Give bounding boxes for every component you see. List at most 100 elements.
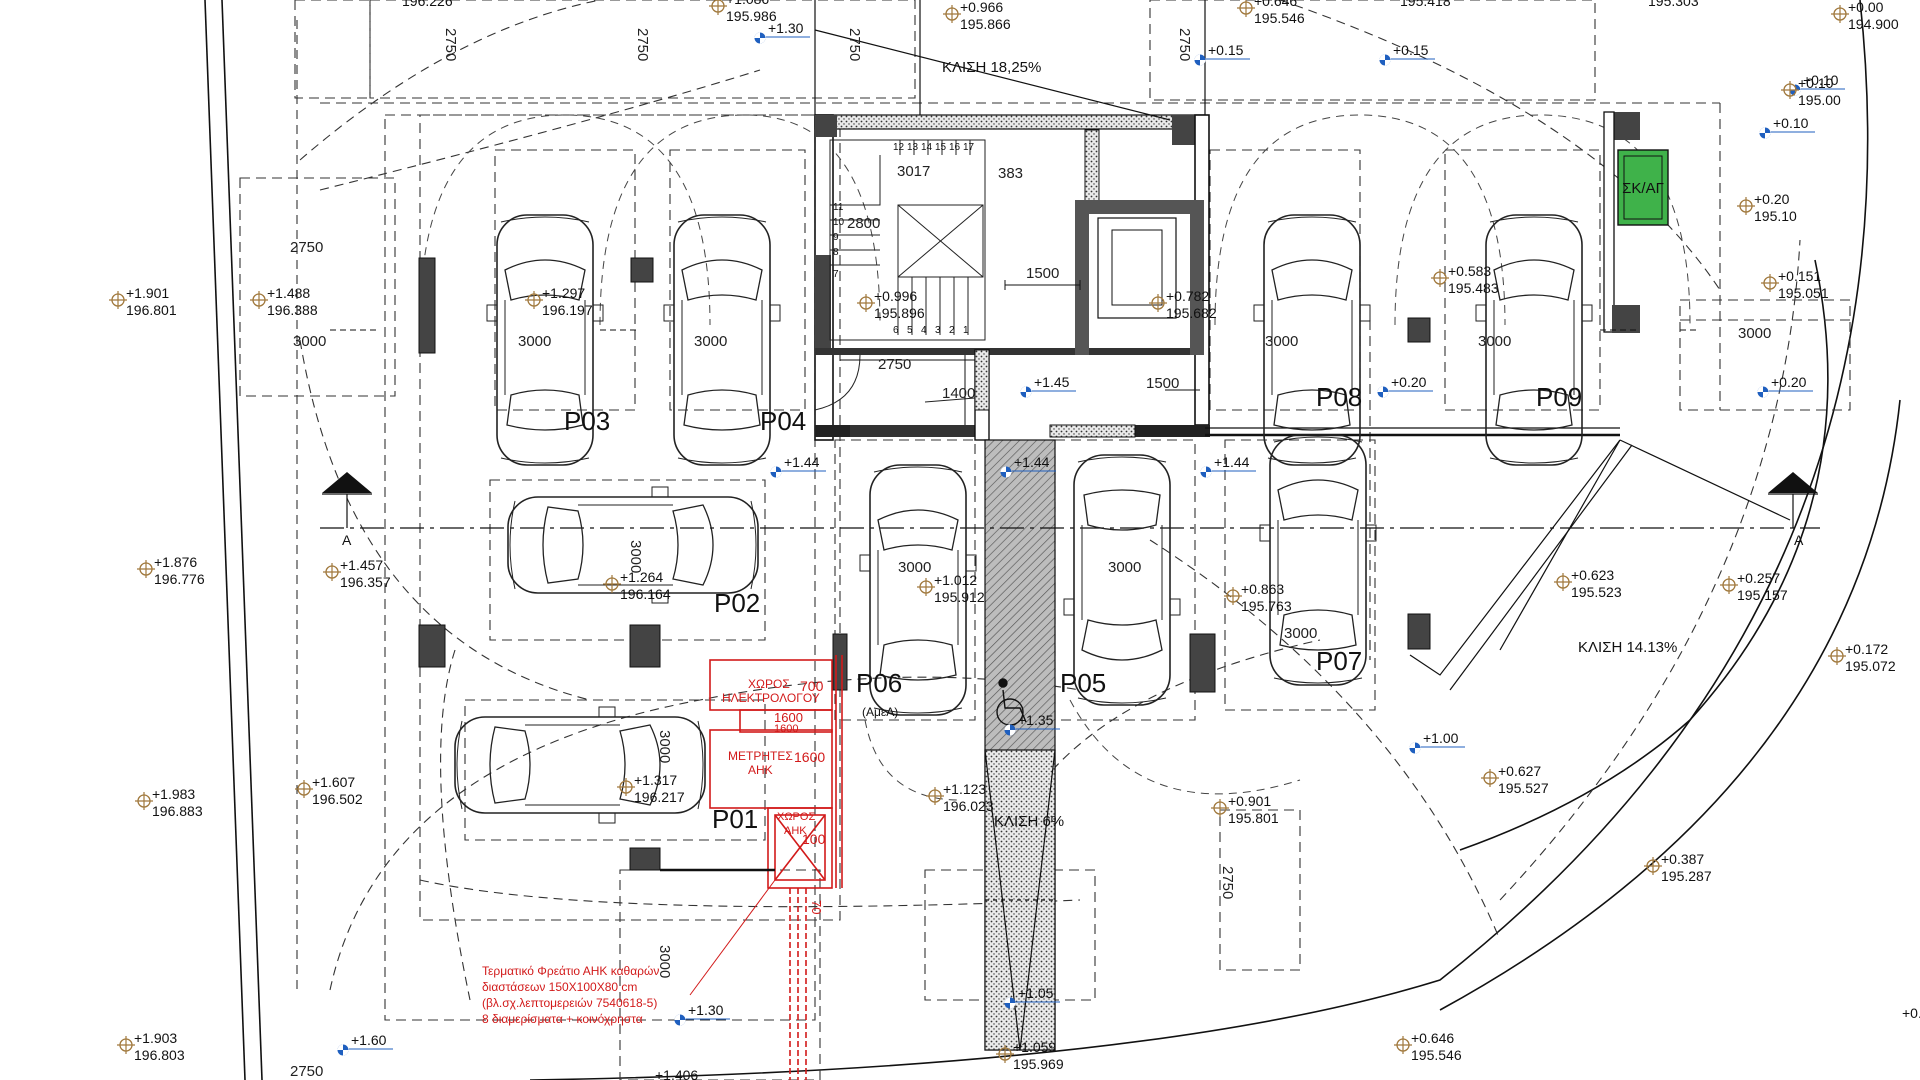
- elevation-marker-icon: [134, 791, 154, 811]
- elevation-absolute: 196.164: [620, 586, 671, 602]
- elevation-marker-icon: [1223, 586, 1243, 606]
- elevation-relative: +0.623: [1571, 567, 1614, 583]
- elevation-marker-icon: [116, 1035, 136, 1055]
- elevation-absolute: 194.900: [1848, 16, 1899, 32]
- dim-3000-p07: 3000: [1284, 625, 1317, 642]
- spot-label-p03: P03: [564, 406, 610, 436]
- dim-2750-stair: 2750: [878, 356, 911, 373]
- elevation-absolute: 195.912: [934, 589, 985, 605]
- elevation-marker-icon: [1210, 798, 1230, 818]
- elevation-absolute: 195.523: [1571, 584, 1622, 600]
- slope-right: ΚΛΙΣΗ 14.13%: [1578, 639, 1677, 656]
- elevation-marker-icon: [1736, 196, 1756, 216]
- dim-383: 383: [998, 165, 1023, 182]
- level-label: +0.10: [1803, 72, 1839, 88]
- stair-step-number: 17: [963, 142, 975, 153]
- elevation-relative: +0.151: [1778, 268, 1821, 284]
- elevation-absolute: 195.527: [1498, 780, 1549, 796]
- elevation-relative: +0.00: [1848, 0, 1884, 15]
- edge-label-5: +0.0: [1902, 1005, 1920, 1021]
- dim-2800: 2800: [847, 215, 880, 232]
- elevation-marker-icon: [1393, 1035, 1413, 1055]
- elevation-marker-icon: [524, 290, 544, 310]
- level-marker-icon: [770, 466, 782, 478]
- elevation-absolute: 195.287: [1661, 868, 1712, 884]
- elevation-absolute: 195.969: [1013, 1056, 1064, 1072]
- level-marker-icon: [1004, 724, 1016, 736]
- elevation-absolute: 196.357: [340, 574, 391, 590]
- spot-label-p05: P05: [1060, 668, 1106, 698]
- elevation-relative: +1.901: [126, 285, 169, 301]
- stair-step-number: 10: [833, 217, 845, 228]
- level-label: +1.30: [688, 1002, 724, 1018]
- ahk-note-line2: διαστάσεων 150Χ100Χ80 cm: [482, 980, 637, 994]
- elevation-marker-icon: [136, 559, 156, 579]
- stair-step-number: 9: [833, 232, 839, 243]
- elevation-absolute: 195.801: [1228, 810, 1279, 826]
- stair-step-number: 2: [949, 325, 955, 336]
- level-label: +0.20: [1771, 374, 1807, 390]
- elevation-absolute: 196.388: [267, 302, 318, 318]
- electrical-rooms: [660, 655, 843, 1080]
- level-marker-icon: [754, 32, 766, 44]
- elevation-marker-icon: [108, 290, 128, 310]
- elevation-relative: +1.059: [1013, 1039, 1056, 1055]
- elevation-markers: +1.901196.801+1.488196.388+1.297196.197+…: [108, 0, 1899, 1072]
- electrical-labels: ΧΩΡΟΣ ΗΛΕΚΤΡΟΛΟΓΟΥ 700 1600 1600 ΜΕΤΡΗΤΕ…: [482, 677, 826, 1026]
- elevation-absolute: 195.051: [1778, 285, 1829, 301]
- section-mark-right: A: [1794, 532, 1804, 548]
- elevation-absolute: 195.896: [874, 305, 925, 321]
- edge-label-3: 195.303: [1648, 0, 1699, 9]
- elevation-relative: +0.996: [874, 288, 917, 304]
- dim-2750-bottom-right: 2750: [1219, 866, 1236, 899]
- elevation-relative: +0.257: [1737, 570, 1780, 586]
- elevation-absolute: 195.546: [1254, 10, 1305, 26]
- elevation-marker-icon: [916, 577, 936, 597]
- elevation-relative: +0.10: [1798, 75, 1834, 91]
- stair-step-number: 13: [907, 142, 919, 153]
- elevation-relative: +1.488: [267, 285, 310, 301]
- elec-dim-700: 700: [800, 678, 824, 694]
- dim-2750-bottom: 2750: [290, 1063, 323, 1080]
- dim-2750-left: 2750: [290, 239, 323, 256]
- elevation-absolute: 195.483: [1448, 280, 1499, 296]
- dim-3000-p03: 3000: [518, 333, 551, 350]
- stair-step-number: 4: [921, 325, 927, 336]
- parking-labels: P03 P04 P08 P09 P02 P06 P05 P07 P01 (Αμε…: [564, 382, 1582, 834]
- elevation-relative: +0.901: [1228, 793, 1271, 809]
- level-label: +0.15: [1393, 42, 1429, 58]
- site-boundary: [204, 0, 1901, 1080]
- elevation-relative: +0.646: [1254, 0, 1297, 9]
- elevation-relative: +1.457: [340, 557, 383, 573]
- elevation-absolute: 195.10: [1754, 208, 1797, 224]
- elevation-relative: +0.172: [1845, 641, 1888, 657]
- level-markers: +1.30+0.15+0.15+0.10+0.10+1.45+0.20+0.20…: [337, 20, 1845, 1056]
- elevation-relative: +1.264: [620, 569, 663, 585]
- ahk-note-line3: (βλ.σχ.λεπτομερειών 7540618-5): [482, 996, 657, 1010]
- dim-1400: 1400: [942, 385, 975, 402]
- elevation-marker-icon: [856, 293, 876, 313]
- elevation-marker-icon: [708, 0, 728, 16]
- level-marker-icon: [674, 1014, 686, 1026]
- stair-step-number: 15: [935, 142, 947, 153]
- elevation-marker-icon: [1719, 575, 1739, 595]
- spot-label-p09: P09: [1536, 382, 1582, 412]
- ahk-room-subtitle: ΑΗΚ: [784, 825, 807, 837]
- elevation-marker-icon: [1236, 0, 1256, 18]
- dim-3000-p09: 3000: [1478, 333, 1511, 350]
- ahk-dim-70: 70: [809, 900, 824, 914]
- partial-edge-labels: 196.226 195.418 195.303 +1.406 +0.0: [402, 0, 1920, 1080]
- stair-step-number: 14: [921, 142, 933, 153]
- ahk-note-line4: 8 διαμερίσματα + κοινόχρηστα: [482, 1012, 643, 1026]
- elec-room-subtitle: ΗΛΕΚΤΡΟΛΟΓΟΥ: [722, 691, 820, 705]
- dim-2750-top1: 2750: [442, 28, 459, 61]
- level-marker-icon: [1004, 997, 1016, 1009]
- stair-step-number: 1: [963, 325, 969, 336]
- level-label: +1.05: [1018, 985, 1054, 1001]
- elevation-relative: +1.317: [634, 772, 677, 788]
- level-marker-icon: [337, 1044, 349, 1056]
- elevation-relative: +0.583: [1448, 263, 1491, 279]
- ahk-dim-100: 100: [802, 831, 826, 847]
